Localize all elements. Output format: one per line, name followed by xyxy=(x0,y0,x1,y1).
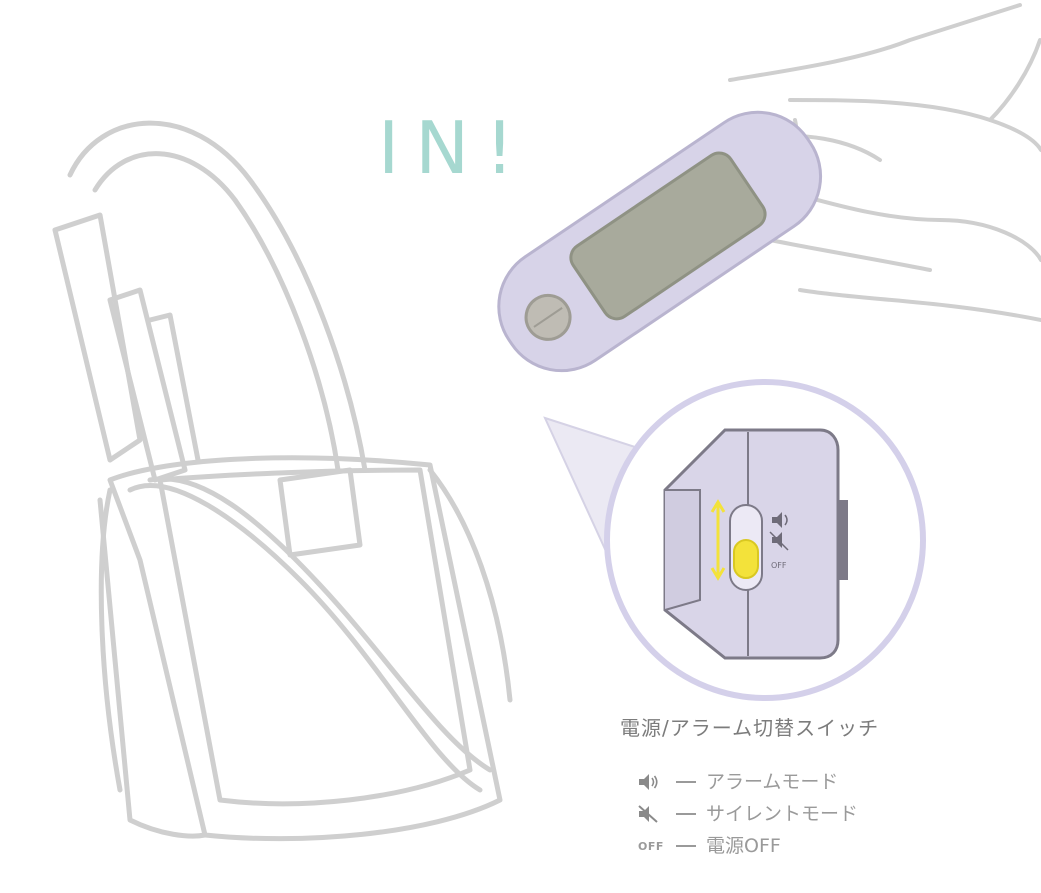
speaker-muted-icon xyxy=(638,805,668,823)
off-label-small: OFF xyxy=(771,561,787,570)
legend-dash xyxy=(676,845,696,847)
legend-row-silent: サイレントモード xyxy=(638,798,858,830)
mode-legend: アラームモード サイレントモード OFF 電源OFF xyxy=(638,766,858,862)
speaker-muted-icon-small xyxy=(769,531,789,551)
speaker-icon xyxy=(638,773,668,791)
legend-text-silent: サイレントモード xyxy=(706,802,859,825)
legend-dash xyxy=(676,781,696,783)
off-icon: OFF xyxy=(638,839,664,853)
bag-illustration xyxy=(52,120,513,842)
legend-dash xyxy=(676,813,696,815)
legend-text-off: 電源OFF xyxy=(706,834,781,857)
device-illustration xyxy=(497,110,823,373)
switch-zoom-circle: OFF xyxy=(604,379,926,701)
legend-text-alarm: アラームモード xyxy=(706,770,839,793)
speaker-icon-small xyxy=(772,512,788,528)
legend-row-off: OFF 電源OFF xyxy=(638,830,858,862)
switch-caption: 電源/アラーム切替スイッチ xyxy=(620,716,880,740)
headline: IN! xyxy=(378,106,530,190)
switch-knob xyxy=(733,539,759,579)
legend-row-alarm: アラームモード xyxy=(638,766,858,798)
